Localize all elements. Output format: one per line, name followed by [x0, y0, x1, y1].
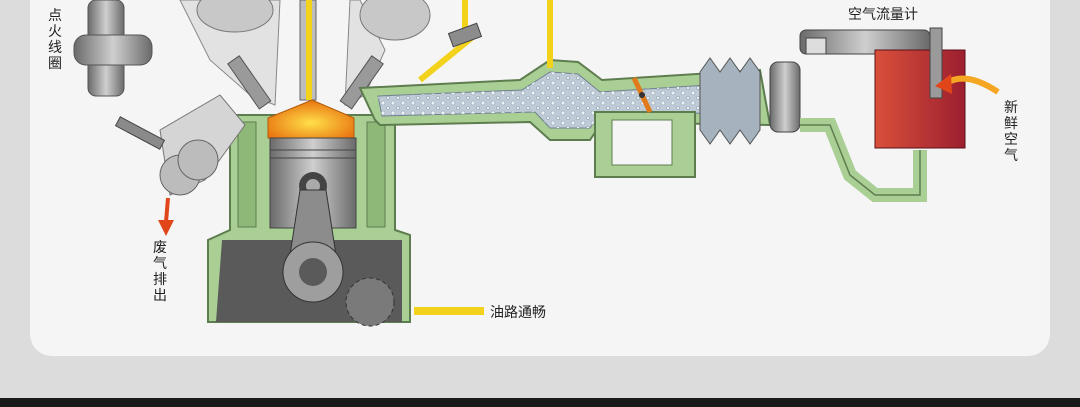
exhaust-out-label: 废气排出 — [153, 240, 167, 304]
exhaust-arrow — [164, 197, 170, 223]
intake-manifold — [358, 58, 772, 178]
throttle-shaft — [639, 92, 645, 98]
bottom-bar — [0, 398, 1080, 407]
exhaust-arrow-head — [158, 220, 174, 236]
engine-diagram — [73, 0, 1000, 327]
connecting-rod — [282, 189, 344, 303]
exhaust-valve — [114, 94, 246, 196]
coolant-return-outline — [800, 124, 921, 196]
crank-gear — [345, 277, 395, 327]
air-flow-meter-label: 空气流量计 — [848, 7, 918, 23]
diagram-card: 点火线圈 空气流量计 新鲜空气 废气排出 油路通畅 — [30, 0, 1050, 356]
combustion-flame — [267, 99, 355, 139]
oil-passage-label: 油路通畅 — [490, 305, 546, 321]
right-water-channel — [366, 121, 386, 228]
intake-pipe-connector — [769, 61, 801, 133]
oil-passage-legend-swatch — [414, 307, 484, 315]
air-flow-meter — [799, 27, 966, 149]
intake-bellows — [699, 57, 761, 145]
injector — [447, 22, 483, 48]
fresh-air-label: 新鲜空气 — [1004, 100, 1018, 164]
ignition-coil-label: 点火线圈 — [48, 8, 62, 72]
cylinder-head — [179, 0, 431, 110]
ignition-coil — [73, 0, 153, 97]
fresh-air-arrow-head — [935, 74, 952, 94]
left-water-channel — [237, 121, 257, 228]
